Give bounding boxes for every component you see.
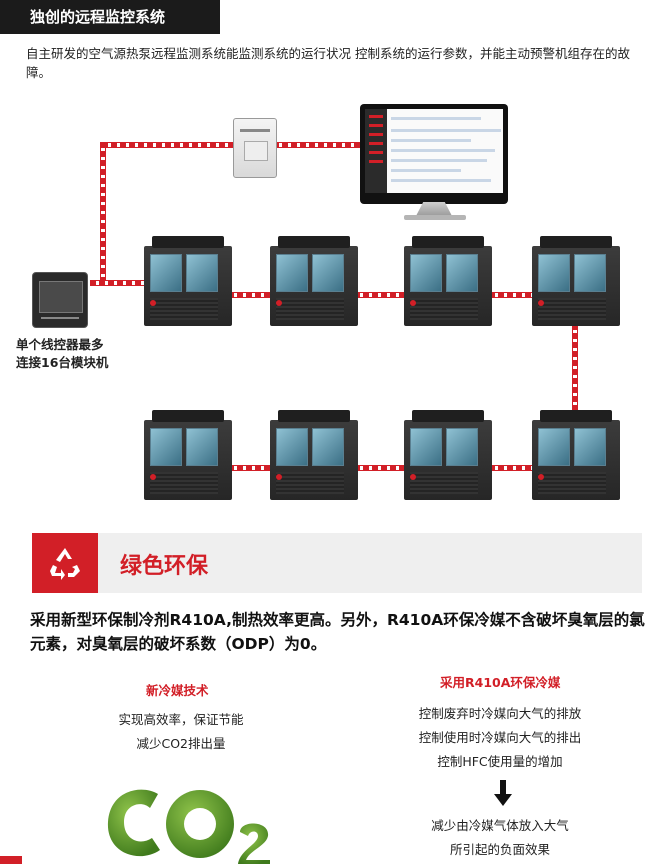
monitor-base xyxy=(404,215,466,220)
left-column-line1: 实现高效率，保证节能 xyxy=(118,712,244,727)
controller-label: 单个线控器最多 连接16台模块机 xyxy=(16,336,126,372)
arrow-down-icon xyxy=(494,780,512,806)
link-right-vertical xyxy=(572,324,578,428)
link-row2 xyxy=(210,465,550,471)
right-column-line1: 控制废弃时冷媒向大气的排放 xyxy=(418,706,582,721)
left-column-title: 新冷媒技术 xyxy=(146,683,209,698)
heat-pump-unit xyxy=(144,236,232,326)
link-left-vertical xyxy=(100,142,106,282)
right-column-result: 减少由冷媒气体放入大气 所引起的负面效果 xyxy=(400,814,600,862)
co2-leaf-logo xyxy=(107,789,270,864)
right-column-result-line1: 减少由冷媒气体放入大气 xyxy=(431,818,569,833)
link-controller-units xyxy=(90,280,150,286)
link-row1 xyxy=(210,292,550,298)
right-column-line3: 控制HFC使用量的增加 xyxy=(437,754,563,769)
left-column-line2: 减少CO2排出量 xyxy=(136,736,226,751)
section-title-green: 绿色环保 xyxy=(120,554,209,579)
section-header-bar xyxy=(32,533,642,593)
corner-accent xyxy=(0,856,22,864)
section-title-remote-monitoring: 独创的远程监控系统 xyxy=(0,0,220,34)
monitor-stand xyxy=(416,202,452,216)
monitor-screen xyxy=(365,109,503,193)
heat-pump-unit xyxy=(532,236,620,326)
right-column-line2: 控制使用时冷媒向大气的排出 xyxy=(418,730,582,745)
heat-pump-unit xyxy=(532,410,620,500)
right-column-title: 采用R410A环保冷媒 xyxy=(440,675,561,690)
left-column-text: 实现高效率，保证节能 减少CO2排出量 xyxy=(86,708,276,756)
right-column-text: 控制废弃时冷媒向大气的排放 控制使用时冷媒向大气的排出 控制HFC使用量的增加 xyxy=(400,702,600,774)
recycle-icon xyxy=(32,533,98,593)
gateway-device xyxy=(233,118,277,178)
section-description-remote-monitoring: 自主研发的空气源热泵远程监测系统能监测系统的运行状况 控制系统的运行参数，并能主… xyxy=(26,46,630,80)
heat-pump-unit xyxy=(404,236,492,326)
section-description-green: 采用新型环保制冷剂R410A,制热效率更高。另外，R410A环保冷媒不含破坏臭氧… xyxy=(30,611,645,653)
controller-label-line2: 连接16台模块机 xyxy=(16,355,109,370)
network-diagram: 单个线控器最多 连接16台模块机 xyxy=(0,90,670,530)
recycle-icon-svg xyxy=(50,548,80,580)
heat-pump-unit xyxy=(404,410,492,500)
right-column-result-line2: 所引起的负面效果 xyxy=(449,842,550,857)
controller-label-line1: 单个线控器最多 xyxy=(16,337,104,352)
heat-pump-unit xyxy=(270,236,358,326)
monitor-display xyxy=(360,104,508,204)
heat-pump-unit xyxy=(144,410,232,500)
heat-pump-unit xyxy=(270,410,358,500)
wired-controller xyxy=(32,272,88,328)
